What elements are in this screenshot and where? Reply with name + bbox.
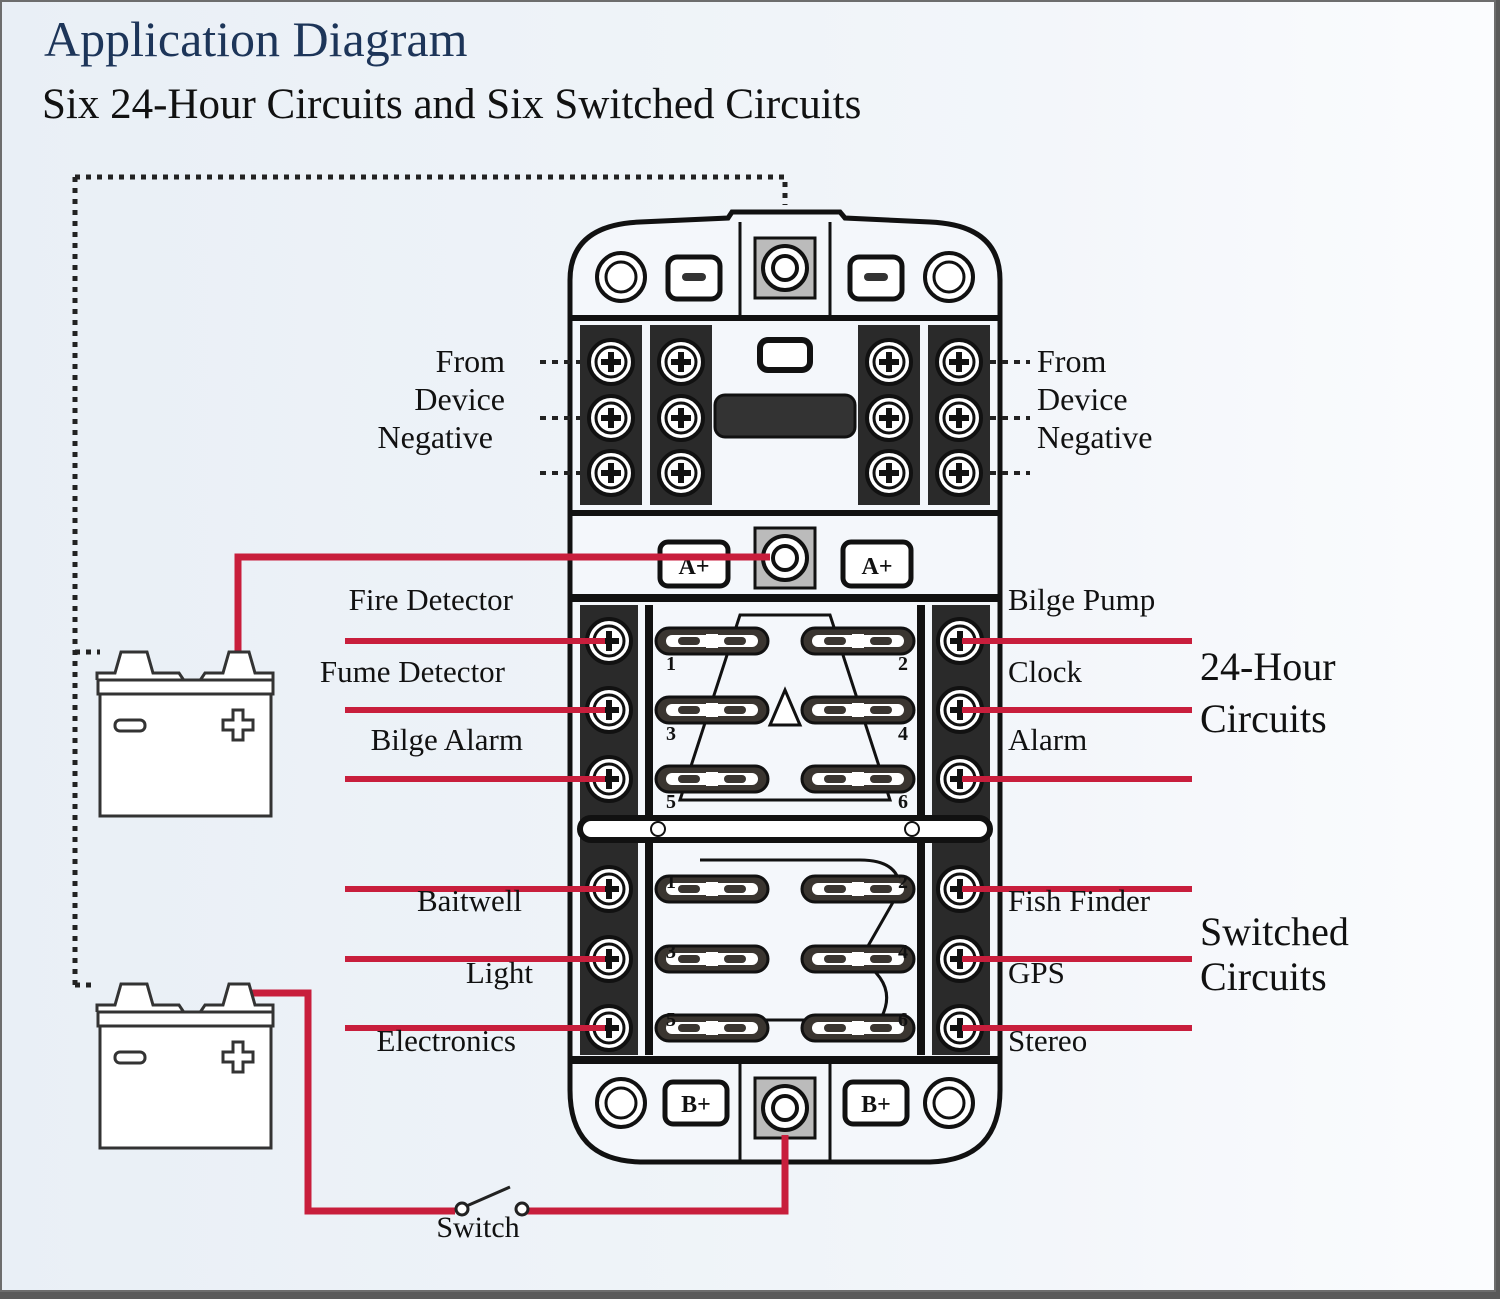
fuse-icon[interactable]	[800, 764, 916, 794]
negative-label-left: From Device Negative	[378, 343, 506, 455]
fuse-slots: 1 2 3 4 5 6 1 2 3 4 5 6	[654, 626, 916, 1043]
negative-label-line: Device	[414, 381, 505, 417]
negative-label-line: From	[1037, 343, 1106, 379]
fuse-number: 2	[898, 653, 908, 675]
fuse-number: 3	[666, 723, 676, 745]
battery-switched-icon	[95, 982, 275, 1150]
fuse-number: 4	[898, 723, 908, 745]
b-plus-label: B+	[861, 1092, 891, 1118]
top-negative-terminal	[595, 236, 975, 303]
battery-positive-icon	[221, 1040, 255, 1074]
fuse-icon[interactable]	[654, 695, 770, 725]
fuse-number: 3	[666, 941, 676, 963]
negative-label-line: From	[436, 343, 505, 379]
negative-screw-icon[interactable]	[587, 394, 635, 442]
battery-24h-positive-wire	[234, 553, 770, 655]
group-label-switched: Circuits	[1200, 954, 1327, 999]
circuit-label-stereo: Stereo	[1008, 1023, 1087, 1058]
b-positive-terminal: B+ B+	[595, 1076, 975, 1140]
brand-plate	[713, 393, 857, 439]
circuit-label-fish-finder: Fish Finder	[1008, 883, 1151, 918]
negative-screw-icon[interactable]	[587, 449, 635, 497]
negative-indicator-icon	[757, 337, 813, 373]
circuit-label-baitwell: Baitwell	[417, 883, 522, 918]
fuse-block-panel	[567, 209, 1003, 1165]
circuit-label-alarm: Alarm	[1008, 722, 1087, 757]
switch-label: Switch	[436, 1211, 519, 1244]
b-plus-label: B+	[681, 1092, 711, 1118]
b-positive-stud-icon	[753, 1076, 817, 1140]
negative-label-line: Negative	[378, 419, 494, 455]
negative-screw-icon[interactable]	[935, 449, 983, 497]
page-title: Application Diagram	[44, 11, 468, 67]
circuit-label-light: Light	[466, 955, 534, 990]
circuit-label-bilge-pump: Bilge Pump	[1008, 582, 1155, 617]
circuit-label-bilge-alarm: Bilge Alarm	[371, 722, 523, 757]
fuse-number: 5	[666, 1009, 676, 1031]
negative-screw-icon[interactable]	[865, 338, 913, 386]
fuse-number: 6	[898, 791, 908, 813]
fuse-icon[interactable]	[800, 695, 916, 725]
battery-positive-icon	[221, 708, 255, 742]
a-plus-label: A+	[861, 554, 892, 580]
battery-negative-icon	[113, 1050, 147, 1065]
mount-hole-icon	[595, 251, 647, 303]
negative-screw-icon[interactable]	[657, 394, 705, 442]
switch-icon[interactable]	[454, 1185, 530, 1217]
group-label-24h: Circuits	[1200, 696, 1327, 741]
battery-24h-icon	[95, 650, 275, 818]
circuit-wires	[345, 638, 1192, 1031]
negative-screw-icon[interactable]	[657, 449, 705, 497]
fuse-number: 5	[666, 791, 676, 813]
negative-screw-icon[interactable]	[935, 338, 983, 386]
group-label-24h: 24-Hour	[1200, 644, 1336, 689]
negative-screw-icon[interactable]	[865, 449, 913, 497]
fuse-number: 1	[666, 871, 676, 893]
group-label-switched: Switched	[1200, 909, 1349, 954]
mount-hole-icon	[923, 1077, 975, 1129]
negative-label-line: Negative	[1037, 419, 1153, 455]
fuse-icon[interactable]	[654, 764, 770, 794]
mount-hole-icon	[923, 251, 975, 303]
circuit-label-electronics: Electronics	[377, 1023, 516, 1058]
circuit-label-clock: Clock	[1008, 654, 1083, 689]
fuse-icon[interactable]	[800, 626, 916, 656]
negative-screw-icon[interactable]	[865, 394, 913, 442]
fuse-number: 2	[898, 871, 908, 893]
fuse-number: 1	[666, 653, 676, 675]
negative-screw-icon[interactable]	[657, 338, 705, 386]
negative-stud-icon	[753, 236, 817, 300]
mount-hole-icon	[595, 1077, 647, 1129]
page-subtitle: Six 24-Hour Circuits and Six Switched Ci…	[42, 81, 862, 128]
circuit-label-fire-detector: Fire Detector	[349, 582, 514, 617]
fuse-icon[interactable]	[654, 626, 770, 656]
negative-label-right: From Device Negative	[1037, 343, 1153, 455]
negative-screw-icon[interactable]	[587, 338, 635, 386]
circuit-label-fume-detector: Fume Detector	[320, 654, 506, 689]
fuse-number: 6	[898, 1009, 908, 1031]
negative-screw-icon[interactable]	[935, 394, 983, 442]
negative-label-line: Device	[1037, 381, 1128, 417]
circuit-label-gps: GPS	[1008, 955, 1065, 990]
battery-negative-icon	[113, 718, 147, 733]
fuse-number: 4	[898, 941, 908, 963]
battery-switched-positive-wire	[252, 989, 789, 1215]
